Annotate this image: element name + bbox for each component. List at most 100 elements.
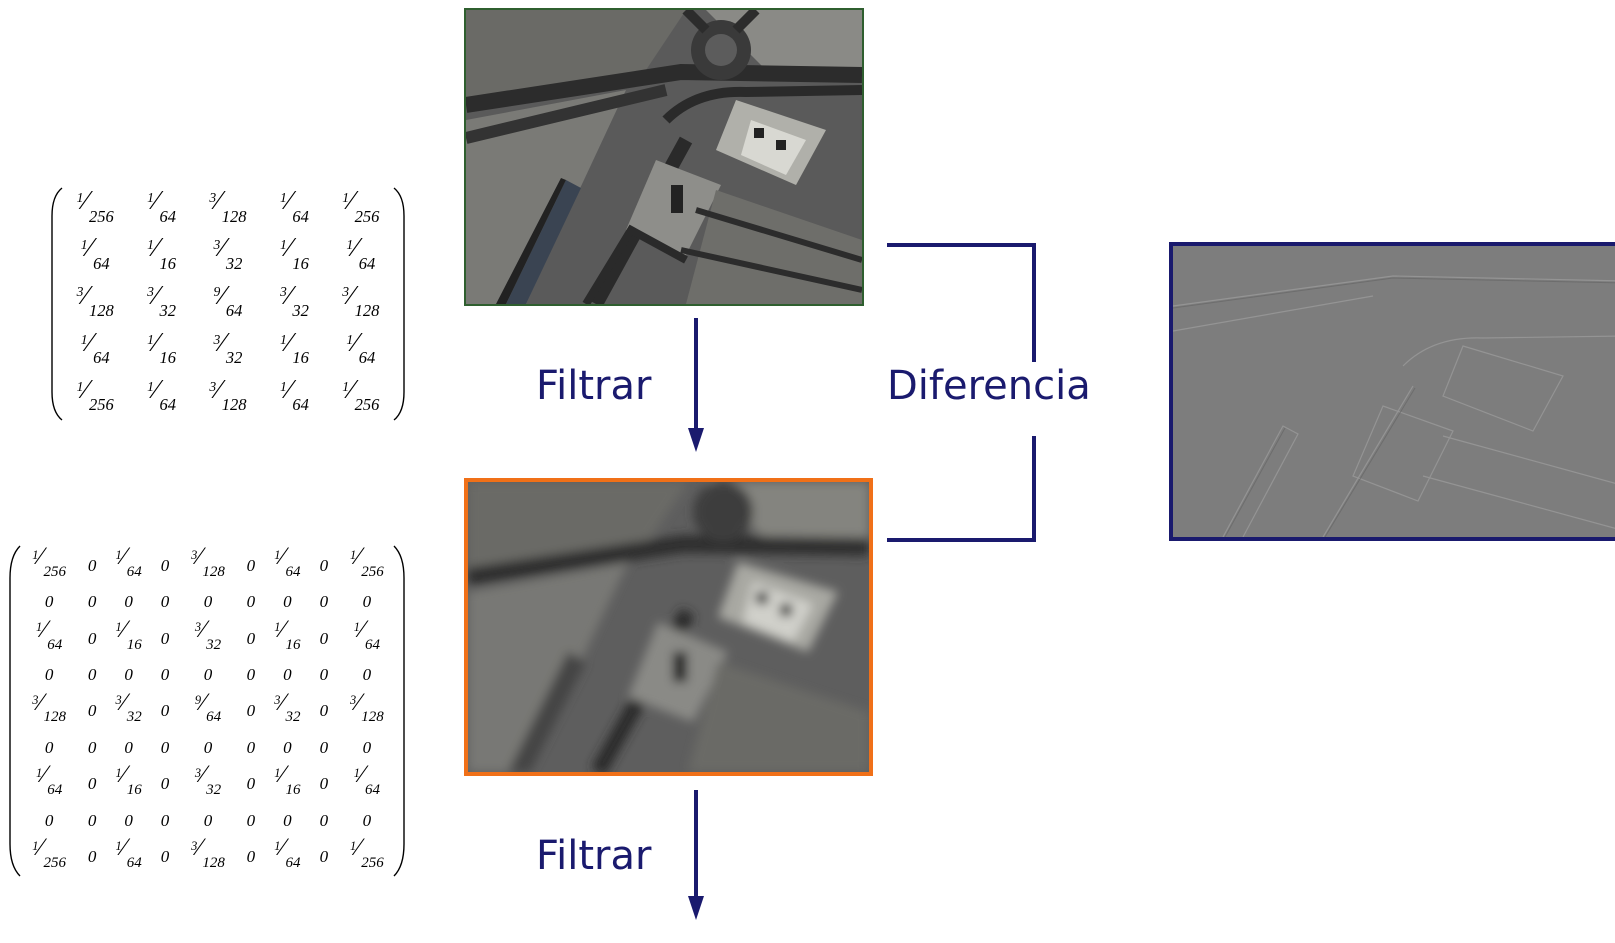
numerator: 1 (147, 190, 154, 206)
matrix-cell: 1⁄64 (147, 375, 176, 413)
matrix-cell: 1⁄64 (346, 328, 375, 366)
denominator: 256 (89, 206, 114, 226)
matrix-cell: 0 (283, 810, 292, 830)
matrix-cell: 1⁄256 (350, 835, 384, 870)
denominator: 128 (221, 206, 247, 226)
denominator: 256 (43, 855, 67, 871)
matrix-cell: 0 (246, 592, 256, 612)
matrix-cell: 0 (319, 555, 329, 575)
denominator: 256 (354, 395, 380, 415)
right-bracket (393, 545, 405, 877)
numerator: 3 (209, 378, 217, 394)
numerator: 3 (191, 838, 198, 853)
matrix-cell: 1⁄16 (147, 328, 176, 366)
matrix-cell: 1⁄64 (115, 835, 141, 870)
matrix-cell: 1⁄16 (274, 762, 300, 797)
matrix-cell: 0 (87, 555, 97, 575)
matrix-cell: 1⁄256 (342, 186, 379, 224)
matrix-cell: 0 (87, 628, 97, 648)
fraction-slash: ⁄ (353, 231, 358, 263)
denominator: 128 (89, 300, 114, 320)
numerator: 9 (194, 693, 202, 708)
fraction-slash: ⁄ (280, 834, 285, 862)
matrix-cell: 0 (246, 810, 256, 830)
fraction-slash: ⁄ (38, 834, 43, 862)
matrix-cell: 1⁄16 (115, 617, 141, 652)
matrix-cell: 1⁄64 (346, 233, 375, 271)
matrix-cell: 1⁄64 (81, 328, 110, 366)
numerator: 1 (346, 237, 354, 253)
denominator: 16 (159, 253, 177, 273)
denominator: 128 (43, 709, 67, 726)
matrix-cell: 0 (283, 665, 292, 685)
denominator: 64 (364, 636, 380, 653)
fraction-slash: ⁄ (197, 834, 202, 862)
filter-arrow-1 (688, 318, 704, 452)
fraction-slash: ⁄ (353, 325, 358, 357)
denominator: 32 (225, 253, 243, 273)
matrix-cell: 0 (124, 737, 133, 757)
numerator: 1 (279, 378, 287, 394)
fraction-slash: ⁄ (154, 278, 159, 310)
fraction-slash: ⁄ (286, 231, 292, 263)
numerator: 1 (279, 331, 287, 347)
fraction-slash: ⁄ (349, 278, 354, 310)
matrix-cell: 3⁄32 (195, 617, 221, 652)
fraction-slash: ⁄ (121, 834, 126, 862)
fraction-slash: ⁄ (356, 543, 361, 571)
matrix-cell: 0 (87, 701, 97, 721)
fraction-slash: ⁄ (154, 231, 159, 263)
matrix-cell: 0 (362, 665, 372, 685)
numerator: 3 (147, 284, 154, 300)
numerator: 1 (115, 765, 122, 780)
fraction-slash: ⁄ (38, 543, 43, 571)
numerator: 1 (76, 190, 84, 206)
denominator: 16 (292, 348, 309, 368)
denominator: 256 (43, 563, 67, 580)
matrix-cell: 0 (160, 701, 170, 721)
denominator: 64 (358, 348, 376, 368)
matrix-cell: 0 (319, 774, 329, 794)
fraction-slash: ⁄ (201, 615, 206, 643)
matrix-cell: 3⁄32 (274, 690, 300, 725)
matrix-cell: 1⁄256 (77, 186, 114, 224)
matrix-cell: 0 (87, 810, 97, 830)
denominator: 128 (361, 709, 384, 726)
matrix-cell: 1⁄16 (274, 617, 300, 652)
denominator: 256 (354, 206, 380, 226)
numerator: 1 (115, 620, 122, 635)
matrix-cell: 0 (160, 555, 170, 575)
denominator: 32 (126, 709, 142, 726)
matrix-cell: 0 (362, 737, 372, 757)
filter-label-2: Filtrar (536, 833, 652, 879)
matrix-cell: 0 (319, 847, 329, 866)
matrix-cell: 1⁄64 (274, 544, 300, 579)
denominator: 256 (89, 395, 114, 415)
numerator: 3 (76, 284, 84, 300)
numerator: 1 (115, 838, 122, 853)
matrix-cell: 0 (319, 737, 329, 757)
matrix-cell: 1⁄256 (350, 544, 384, 579)
matrix-cell: 3⁄128 (32, 690, 66, 725)
matrix-cell: 0 (246, 555, 256, 575)
right-bracket (393, 187, 405, 421)
fraction-slash: ⁄ (87, 231, 93, 263)
difference-image (1169, 242, 1615, 541)
matrix-cell: 0 (362, 810, 372, 830)
fraction-slash: ⁄ (359, 615, 365, 643)
matrix-cell: 0 (319, 592, 329, 612)
matrix-cell: 1⁄256 (32, 835, 66, 870)
matrix-cell: 1⁄16 (280, 233, 309, 271)
numerator: 3 (115, 693, 122, 708)
fraction-slash: ⁄ (349, 184, 354, 216)
matrix-cell: 0 (160, 847, 170, 866)
matrix-cell: 0 (203, 737, 213, 757)
denominator: 64 (93, 253, 110, 273)
numerator: 3 (194, 620, 202, 635)
denominator: 256 (361, 563, 384, 580)
matrix-cell: 0 (160, 774, 170, 794)
original-image-drawing (466, 10, 862, 304)
numerator: 1 (36, 765, 43, 780)
matrix-cell: 0 (203, 592, 213, 612)
